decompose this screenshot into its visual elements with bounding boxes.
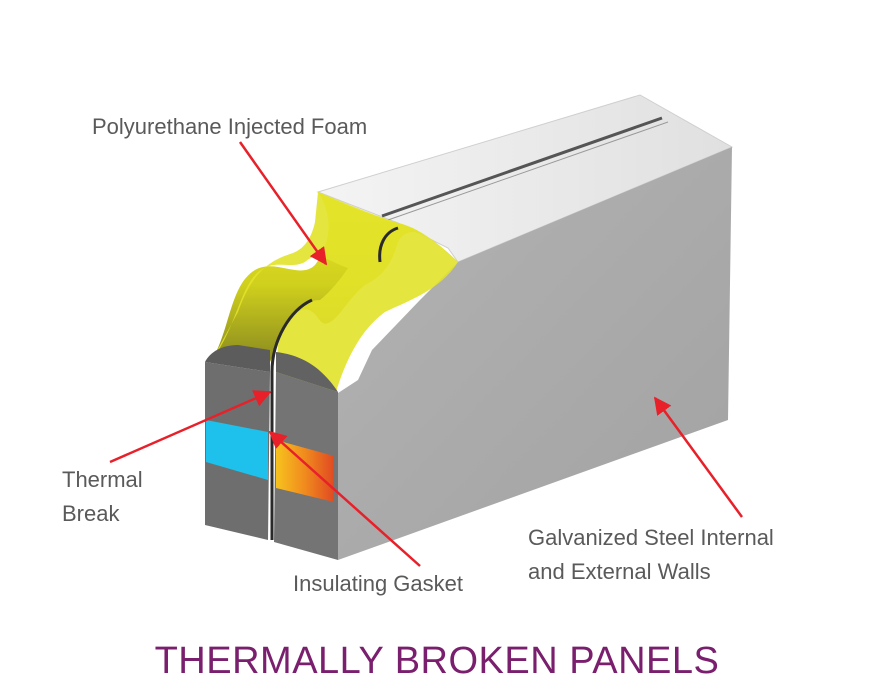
panel-side-surface — [335, 147, 732, 560]
foam-label: Polyurethane Injected Foam — [92, 114, 368, 139]
cold-side-patch — [206, 420, 268, 480]
callout-arrows — [109, 141, 744, 567]
front-top-edge — [205, 345, 270, 372]
walls-arrow — [653, 396, 744, 518]
thermal-break-label-line1: Thermal — [62, 467, 143, 492]
walls-label-line2: and External Walls — [528, 559, 711, 584]
gasket-arrow — [268, 430, 421, 567]
gasket-label: Insulating Gasket — [293, 571, 463, 596]
thermal-break-label-line2: Break — [62, 501, 120, 526]
thermal-break-label: Thermal Break — [62, 463, 143, 531]
panel-body — [205, 94, 734, 560]
walls-label-line1: Galvanized Steel Internal — [528, 525, 774, 550]
thermal-break-slit — [270, 298, 313, 540]
top-joint-line — [381, 116, 663, 218]
walls-label: Galvanized Steel Internal and External W… — [528, 521, 774, 589]
foam-arrow — [238, 141, 328, 266]
foam-top-face — [212, 192, 458, 395]
warm-side-patch — [276, 440, 334, 502]
thermal-break-arrow — [109, 390, 272, 464]
diagram-title: THERMALLY BROKEN PANELS — [154, 640, 720, 682]
